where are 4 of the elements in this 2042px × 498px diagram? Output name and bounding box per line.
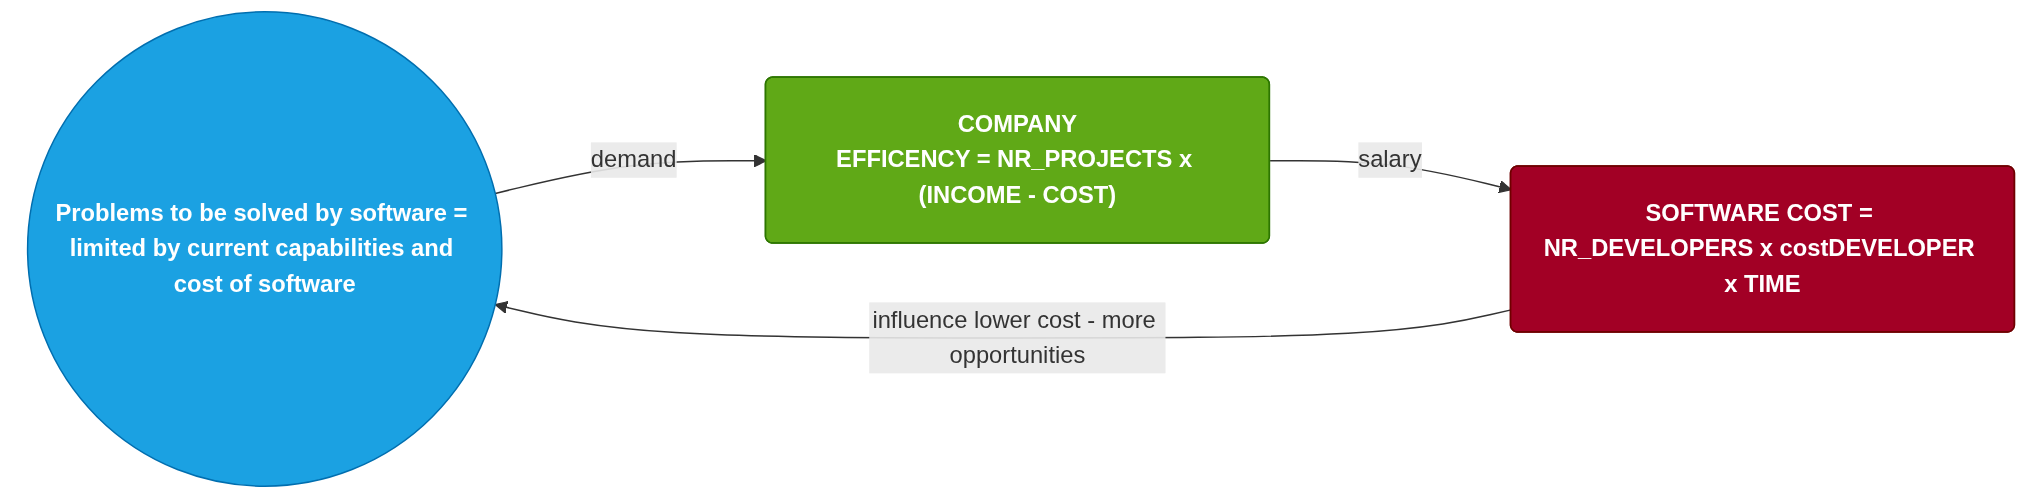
node-circle: Problems to be solved by software = limited by current capabilities and cost of software [26,11,503,487]
edge-label: demand [590,146,677,172]
edge-label: salary [1358,146,1422,172]
edge-label: influence lower cost - more opportunities [872,306,1156,368]
